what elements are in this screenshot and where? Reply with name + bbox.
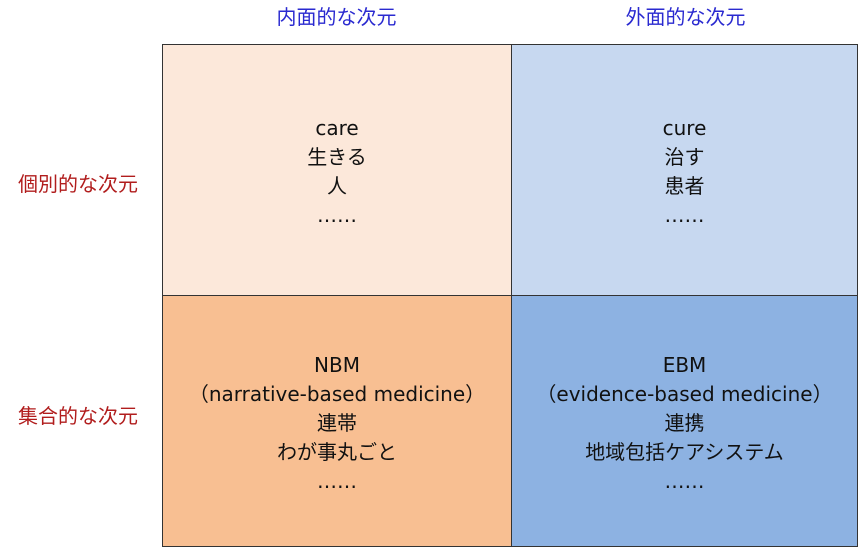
- cell-collective-inner: NBM （narrative-based medicine） 連帯 わが事丸ごと…: [163, 296, 512, 546]
- cell-line: ……: [317, 469, 357, 493]
- cell-line: cure: [662, 116, 707, 140]
- cell-line: 連帯: [317, 411, 357, 435]
- cell-line: （narrative-based medicine）: [188, 382, 486, 406]
- row-header-individual: 個別的な次元: [18, 172, 138, 196]
- matrix-grid: care 生きる 人 …… cure 治す 患者 …… NBM （narrati…: [162, 44, 858, 547]
- cell-line: ……: [664, 469, 705, 493]
- cell-line: ……: [664, 203, 705, 227]
- cell-line: care: [315, 116, 359, 140]
- cell-line: 人: [327, 174, 347, 198]
- cell-line: 生きる: [307, 145, 367, 169]
- cell-line: 地域包括ケアシステム: [585, 440, 784, 464]
- cell-line: 患者: [664, 174, 705, 198]
- cell-line: （evidence-based medicine）: [536, 382, 833, 406]
- cell-line: 治す: [664, 145, 705, 169]
- cell-line: EBM: [662, 353, 707, 377]
- row-header-collective: 集合的な次元: [18, 404, 138, 428]
- column-header-outer: 外面的な次元: [625, 5, 746, 29]
- cell-line: NBM: [314, 353, 360, 377]
- cell-individual-outer: cure 治す 患者 ……: [512, 45, 857, 296]
- cell-line: 連携: [664, 411, 705, 435]
- column-header-inner: 内面的な次元: [276, 5, 397, 29]
- cell-line: ……: [317, 203, 357, 227]
- cell-individual-inner: care 生きる 人 ……: [163, 45, 512, 296]
- cell-collective-outer: EBM （evidence-based medicine） 連携 地域包括ケアシ…: [512, 296, 857, 546]
- cell-line: わが事丸ごと: [277, 440, 397, 464]
